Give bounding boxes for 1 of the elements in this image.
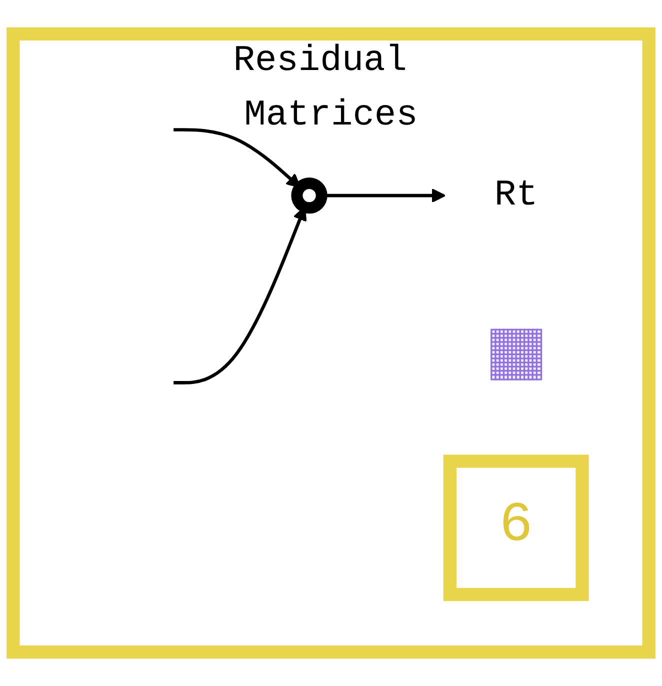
node-text: Rt	[494, 174, 538, 216]
